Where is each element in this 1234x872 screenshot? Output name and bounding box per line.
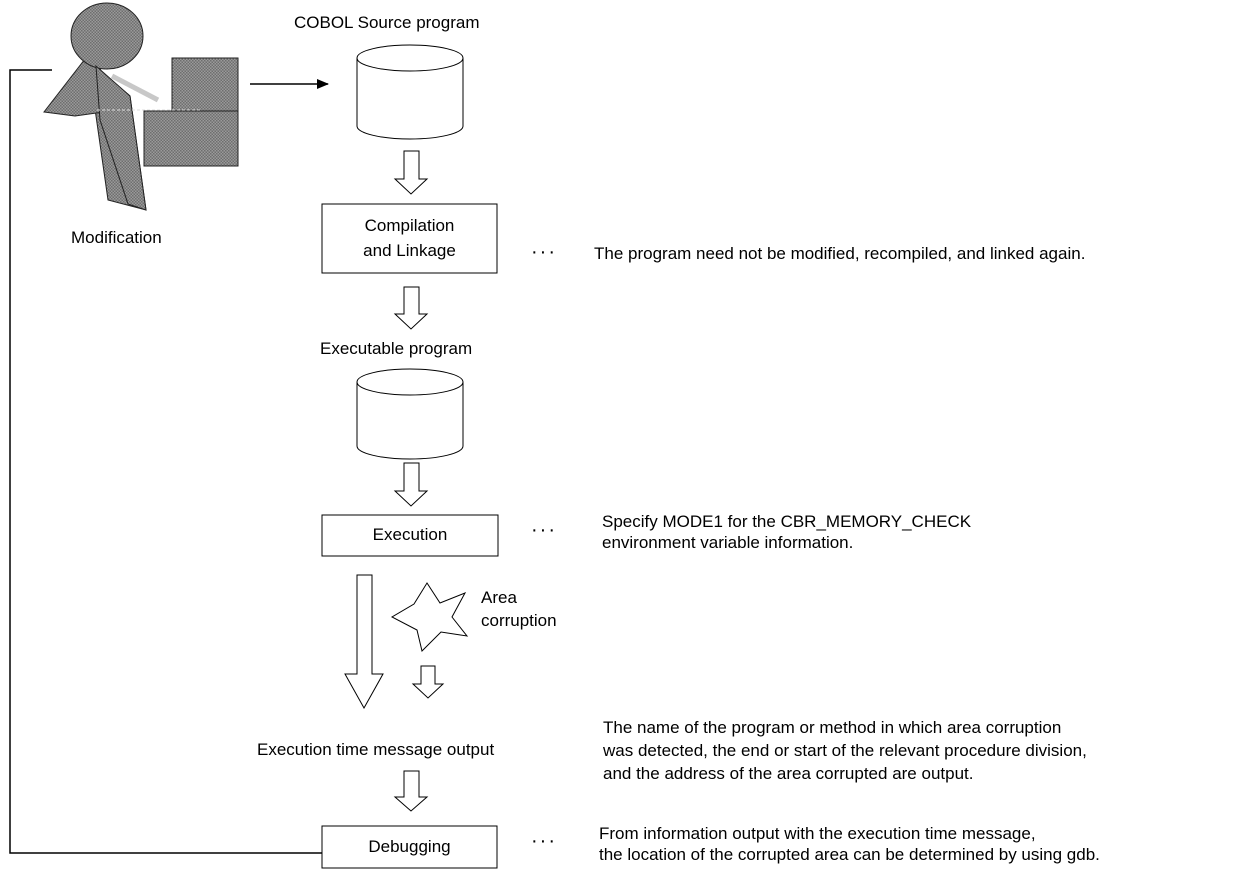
execution-ellipsis: ···: [531, 519, 557, 541]
down-arrow-3: [393, 462, 429, 507]
area-corruption-label-line1: Area: [481, 588, 517, 607]
execution-box: [321, 514, 499, 557]
source-program-label: COBOL Source program: [294, 13, 480, 32]
down-arrow-5: [393, 770, 429, 812]
source-program-cylinder: [356, 44, 464, 140]
debugging-label: Debugging: [368, 837, 451, 856]
debugging-ellipsis: ···: [531, 830, 557, 852]
down-arrow-4: [411, 665, 445, 699]
debugging-note-line2: the location of the corrupted area can b…: [599, 845, 1100, 864]
output-note-line2: was detected, the end or start of the re…: [603, 741, 1087, 760]
modification-label: Modification: [71, 228, 162, 247]
execution-note-line1: Specify MODE1 for the CBR_MEMORY_CHECK: [602, 512, 972, 531]
down-arrow-2: [393, 286, 429, 330]
output-note-line1: The name of the program or method in whi…: [603, 718, 1062, 737]
executable-program-label: Executable program: [320, 339, 473, 358]
message-output-label: Execution time message output: [257, 740, 495, 759]
long-down-arrow: [344, 574, 384, 710]
feedback-loop-line: [9, 69, 322, 854]
executable-program-cylinder: [356, 368, 464, 460]
area-corruption-label-line2: corruption: [481, 611, 557, 630]
debugging-note-line1: From information output with the executi…: [599, 824, 1036, 843]
execution-note-line2: environment variable information.: [602, 533, 854, 552]
compilation-label-line2: and Linkage: [363, 241, 456, 260]
compilation-ellipsis: ···: [531, 241, 557, 263]
area-corruption-starburst-icon: [390, 582, 469, 652]
down-arrow-1: [393, 150, 429, 195]
person-figure-icon: [43, 2, 239, 211]
compilation-label-line1: Compilation: [364, 216, 455, 235]
output-note-line3: and the address of the area corrupted ar…: [603, 764, 974, 783]
debugging-box: [321, 825, 498, 869]
compilation-note: The program need not be modified, recomp…: [594, 244, 1086, 263]
execution-label: Execution: [372, 525, 448, 544]
compilation-box: [321, 203, 498, 274]
